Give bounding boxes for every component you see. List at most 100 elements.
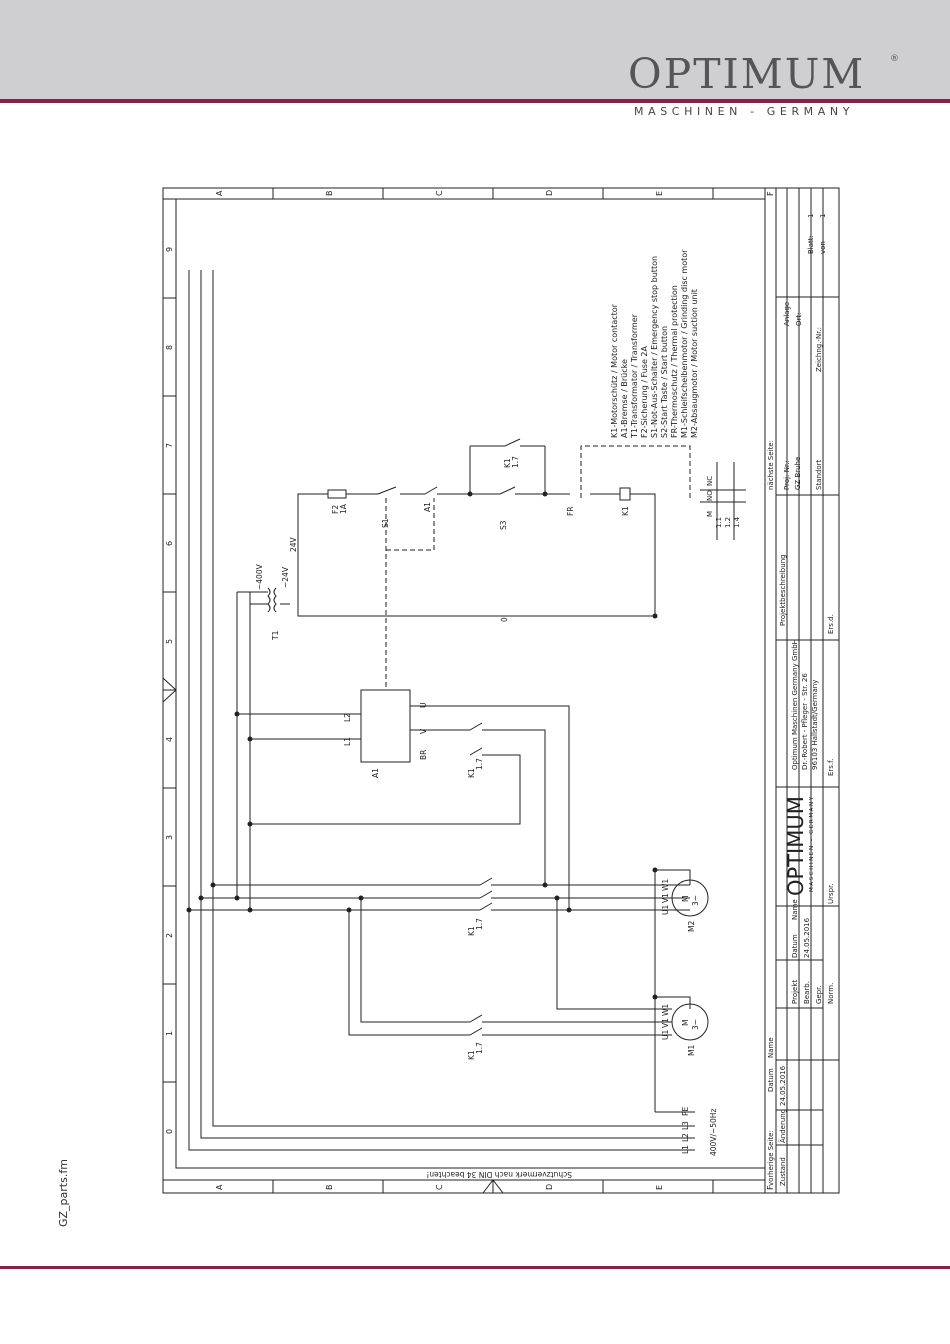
column-label: C: [435, 1184, 444, 1190]
title-block-lines: [776, 188, 839, 1193]
k1-main1-sub: 1.7: [475, 1042, 484, 1054]
motor2-3: 3~: [691, 895, 700, 906]
contact-reference-table: [700, 462, 746, 540]
tb-projektbeschreibung: Projektbeschreibung: [779, 554, 787, 626]
tb-naechste: nächste Seite:: [767, 440, 775, 490]
row-label: 9: [165, 247, 174, 252]
brake-contact-label: A1: [423, 502, 432, 512]
logo-wordmark: OPTIMUM: [628, 50, 866, 98]
tb-datum2: Datum: [791, 934, 799, 958]
contactor-coil-label: K1: [621, 506, 630, 516]
a1-u: U: [419, 703, 428, 709]
tb-aenderung: Änderung: [778, 1109, 787, 1143]
row-label: 1: [165, 1031, 174, 1036]
supply-l1: L1: [681, 1145, 690, 1154]
contact-table-text: M NO NC 1.1 1.2 1.4: [706, 476, 741, 528]
tb-logo-sub: MASCHINEN - GERMANY: [809, 795, 815, 892]
row-label: 0: [165, 1129, 174, 1134]
column-label: E: [655, 191, 664, 196]
tb-anlage: Anlage: [783, 302, 791, 326]
protection-note: Schutzvermerk nach DIN 34 beachten!: [426, 1170, 572, 1179]
fuse-label: F2: [331, 505, 340, 514]
contact-table-row: 1.2: [724, 517, 732, 528]
tb-urspr: Urspr.: [827, 883, 835, 904]
motor1-label: M1: [687, 1045, 696, 1056]
a1-l1: L1: [343, 737, 352, 746]
tb-company-1: Optimum Maschinen Germany GmbH: [791, 639, 799, 770]
motor1-v1: V1: [661, 1018, 670, 1028]
tb-projekt: Projekt: [791, 980, 799, 1004]
tb-norm: Norm.: [827, 983, 835, 1004]
column-label: B: [325, 1185, 334, 1191]
supply-pe: PE: [681, 1106, 690, 1116]
a1-l2: L2: [343, 713, 352, 722]
tb-von: von: [819, 241, 827, 254]
dashed-links: [385, 445, 691, 690]
column-label: A: [215, 1184, 224, 1190]
tb-blatt: Blatt:: [807, 235, 815, 254]
tb-ers-f: Ers.f.: [827, 759, 835, 776]
a1-box-label: A1: [371, 768, 380, 778]
motor2-v1: V1: [661, 893, 670, 903]
k1-main2-sub: 1.7: [475, 918, 484, 930]
tb-company-3: 96103 Hallstadt/Germany: [811, 680, 819, 770]
tb-date1: 24.05.2016: [779, 1065, 787, 1106]
k1-brake-sub: 1.7: [475, 758, 484, 770]
logo-registered-mark: ®: [890, 54, 899, 64]
thermal-label: FR: [566, 506, 575, 516]
legend-item: FR-Thermoschutz / Thermal protection: [670, 285, 679, 438]
wiring: [188, 270, 709, 1151]
column-label: C: [435, 190, 444, 196]
tb-date2: 24.05.2016: [803, 917, 811, 958]
row-label: 7: [165, 443, 174, 448]
tb-name: Name: [767, 1037, 775, 1058]
file-name-label: GZ_parts.fm: [57, 1159, 70, 1227]
column-label: E: [655, 1185, 664, 1190]
contact-table-header: M: [706, 511, 714, 517]
legend-item: T1-Transformator / Transformer: [630, 313, 639, 439]
tb-name2: Name: [791, 899, 799, 920]
k1-brake-label: K1: [467, 768, 476, 778]
page-header-band: [0, 0, 950, 100]
tb-ers-d: Ers.d.: [827, 614, 835, 634]
header-rule: [0, 99, 950, 103]
row-labels: 9 8 7 6 5 4 3 2 1 0: [165, 247, 174, 1134]
k1-hold-sub: 1.7: [511, 456, 520, 468]
junction-dots: [186, 491, 658, 1000]
brand-logo: OPTIMUM ® MASCHINEN - GERMANY: [628, 50, 899, 120]
tb-projnr: Proj.-Nr.:: [783, 460, 791, 490]
tb-company-2: Dr.-Robert - Pfleger - Str. 26: [801, 673, 809, 770]
motor2-m: M: [681, 896, 690, 902]
tb-zeichnr: Zeichng.-Nr.:: [815, 327, 823, 372]
title-block-text: vorherige Seite: Zustand Änderung Datum …: [767, 214, 835, 1186]
tb-ort: Ort:: [795, 313, 803, 327]
legend-item: K1-Motorschütz / Motor contactor: [610, 303, 619, 438]
legend-item: S2-Start Taste / Start button: [660, 326, 669, 438]
legend-item: M1-Schleifscheibenmotor / Grinding disc …: [680, 249, 689, 438]
transformer-secondary: ~24V: [281, 566, 290, 588]
transformer-label: T1: [271, 630, 280, 641]
tb-bearb: Bearb.: [803, 981, 811, 1004]
fuse-rating: 1A: [339, 503, 348, 514]
motor1-u1: U1: [661, 1030, 670, 1040]
column-label: B: [325, 191, 334, 197]
tb-logo-word: OPTIMUM: [784, 796, 808, 896]
row-label: 3: [165, 835, 174, 840]
tb-datum: Datum: [767, 1068, 775, 1092]
column-label: D: [545, 1184, 554, 1190]
column-labels: A B C D E F A B C D E F: [215, 190, 775, 1190]
motor2-label: M2: [687, 921, 696, 932]
motor1-m: M: [681, 1020, 690, 1026]
estop-label: S1: [381, 518, 390, 528]
contact-table-header: NC: [706, 476, 714, 486]
contact-table-header: NO: [706, 490, 714, 501]
k1-hold-label: K1: [503, 458, 512, 468]
column-label: F: [766, 1185, 775, 1190]
column-label: F: [766, 191, 775, 196]
tb-vorherige: vorherige Seite:: [767, 1130, 775, 1186]
motor1-3: 3~: [691, 1019, 700, 1030]
logo-subtitle: MASCHINEN - GERMANY: [634, 105, 855, 118]
supply-l3: L3: [681, 1121, 690, 1130]
supply-l2: L2: [681, 1133, 690, 1142]
k1-main2-label: K1: [467, 926, 476, 936]
